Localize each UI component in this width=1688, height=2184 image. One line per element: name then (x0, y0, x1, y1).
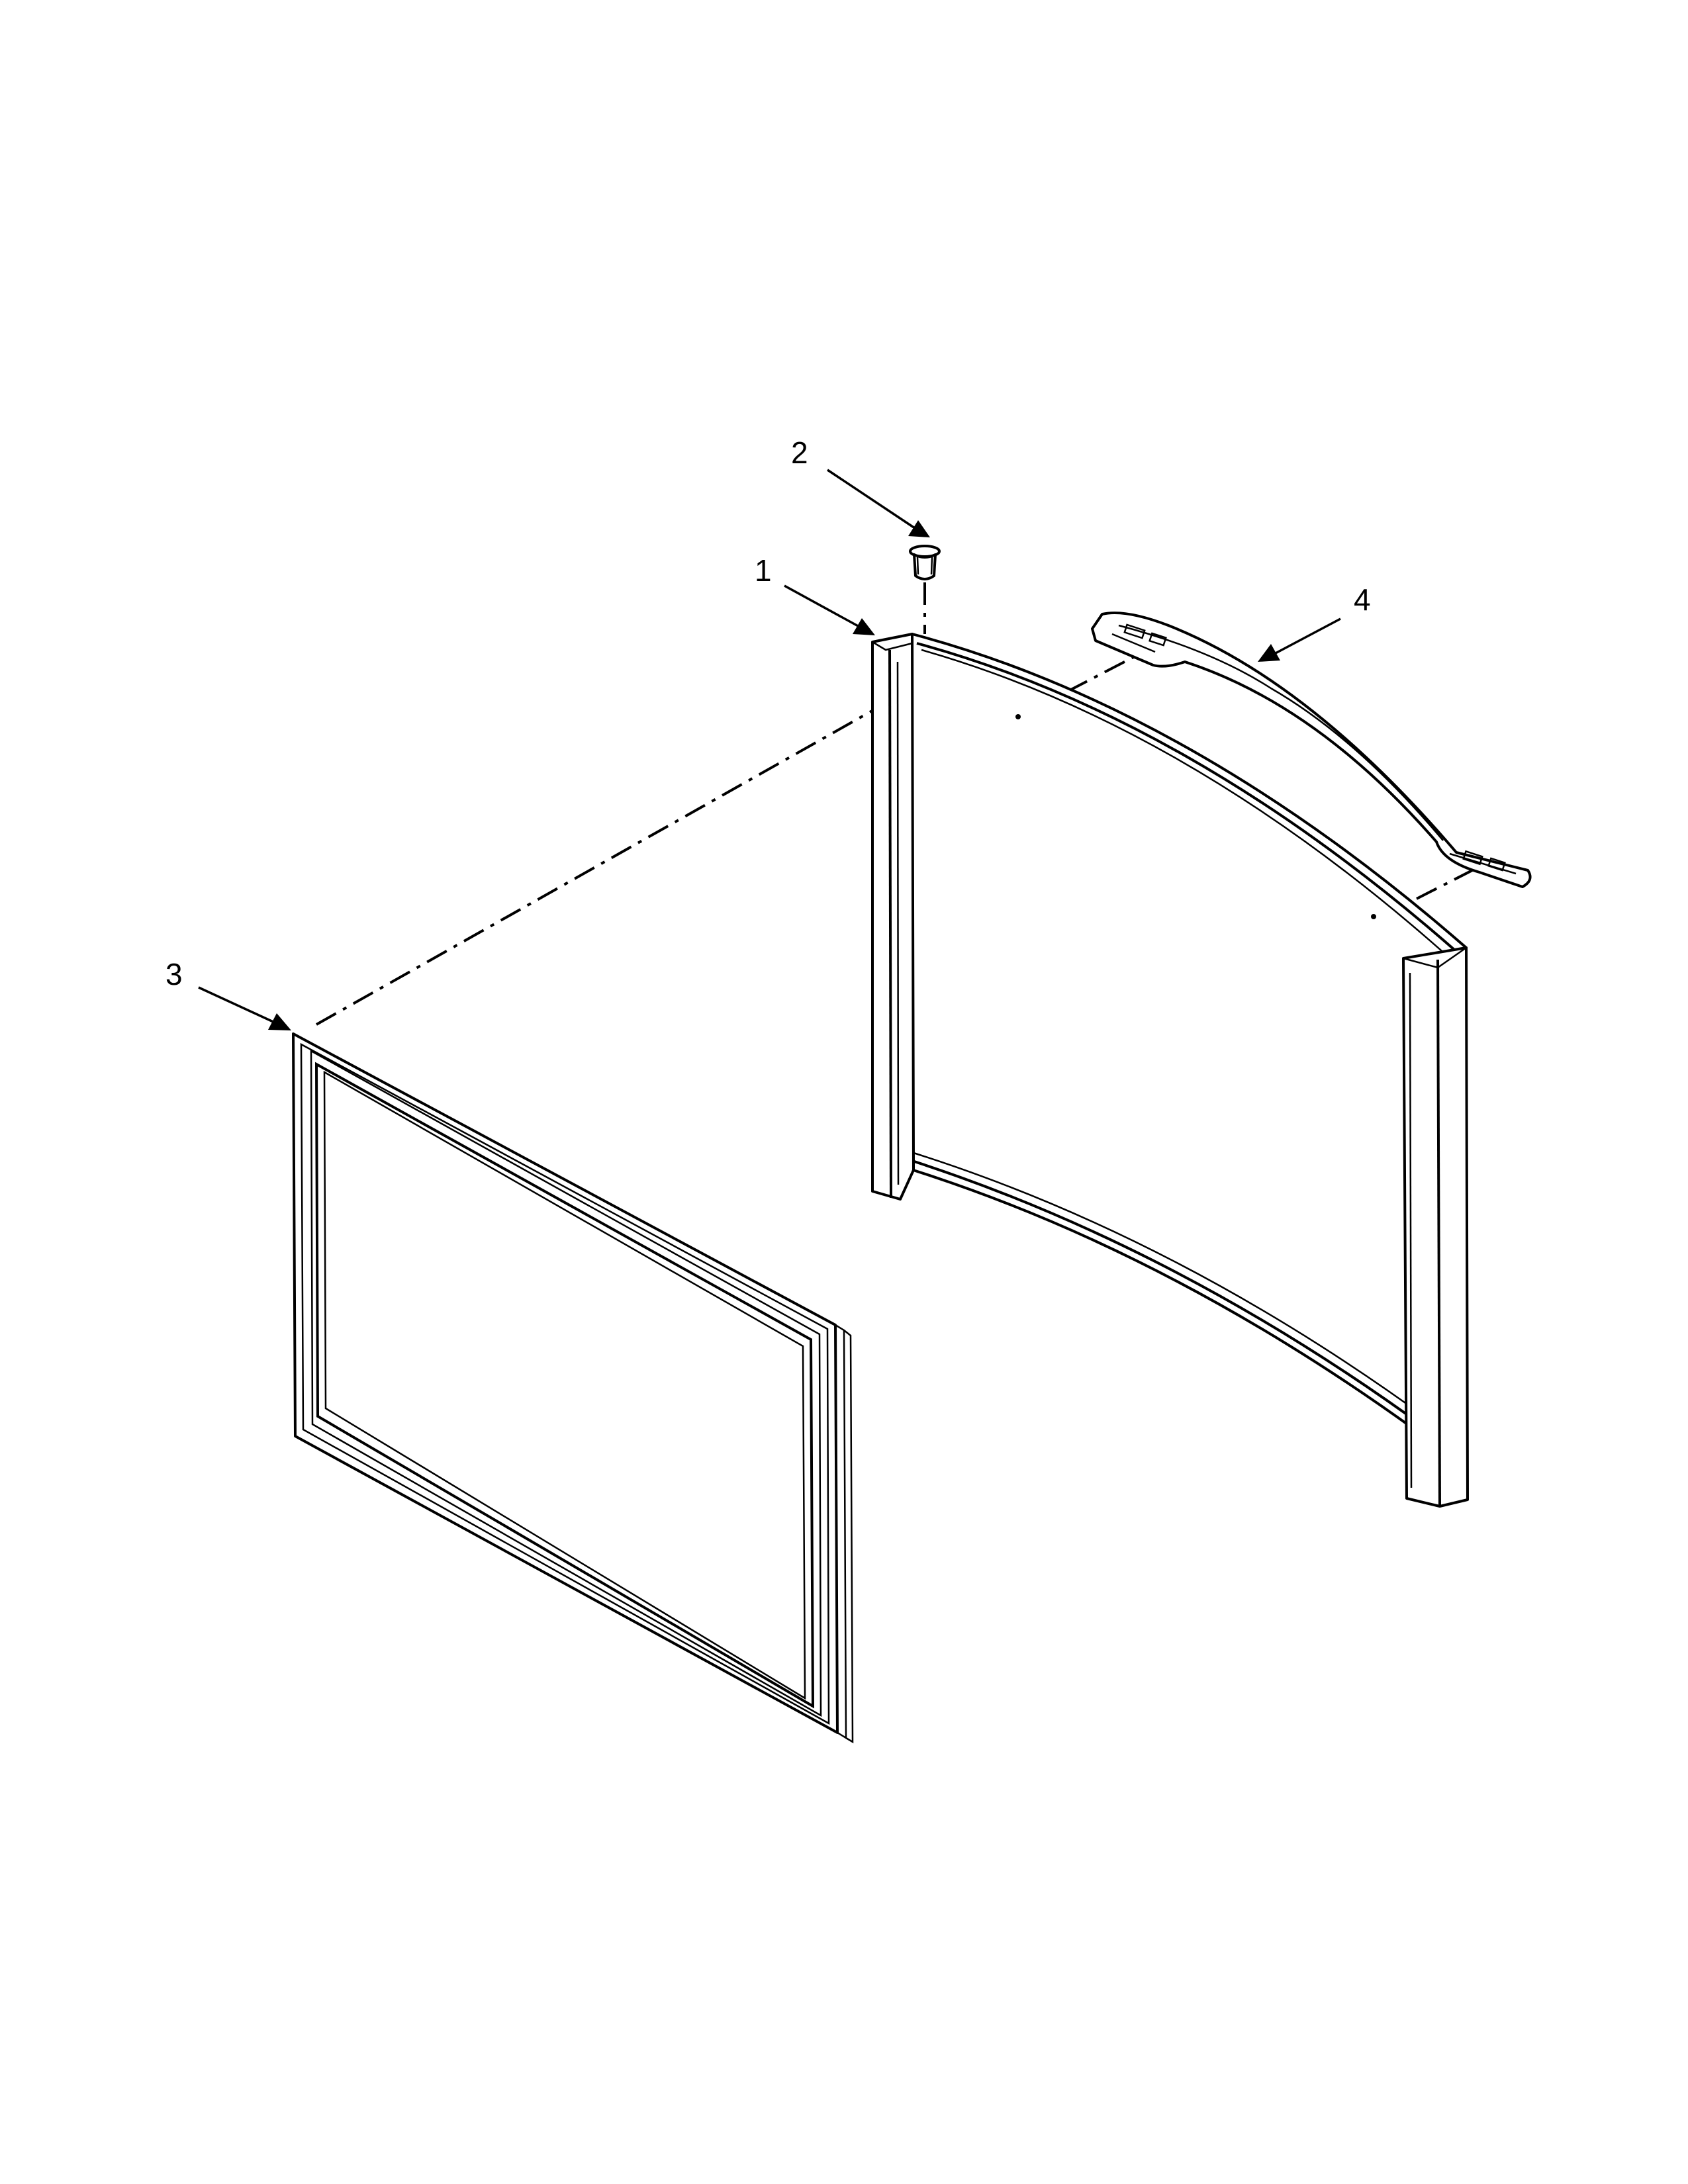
part-1-door-panel (871, 633, 1469, 1508)
part-2-door-plug (909, 545, 941, 580)
callout-label-2: 2 (791, 435, 808, 470)
assembly-line-handle-lower (1416, 864, 1482, 900)
callout-label-3: 3 (165, 957, 183, 991)
leader-arrow-1 (784, 584, 875, 635)
part-3-door-gasket (292, 1032, 854, 1744)
leader-arrow-4 (1258, 617, 1341, 662)
assembly-line-gasket-to-door (316, 694, 901, 1026)
assembly-line-handle-upper (1066, 654, 1138, 693)
leader-arrow-3 (198, 986, 291, 1030)
part-4-door-handle (1091, 612, 1532, 888)
callout-label-1: 1 (755, 553, 772, 588)
leader-arrow-2 (827, 469, 930, 537)
callout-label-4: 4 (1354, 582, 1371, 617)
